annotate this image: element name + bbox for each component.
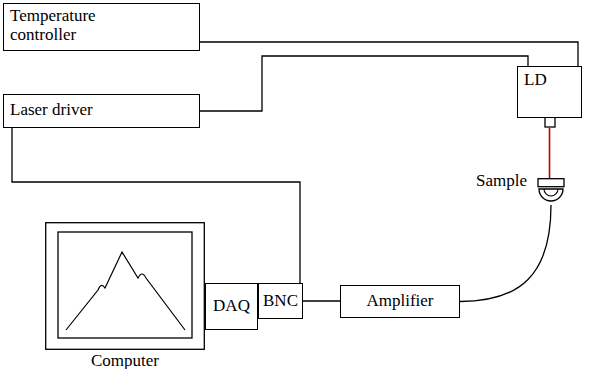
node-label: Temperature controller — [10, 7, 122, 44]
node-label: LD — [524, 71, 575, 90]
connection-wire — [303, 300, 340, 301]
monitor-screen — [45, 222, 205, 350]
laser-diode-box: LD — [517, 66, 582, 118]
connection-wire — [200, 42, 578, 66]
controller-box: Temperature controller — [3, 3, 200, 51]
computer-monitor: Computer — [45, 222, 205, 350]
connection-wire — [460, 205, 551, 302]
node-label: Laser driver — [10, 101, 193, 120]
connection-wire — [549, 128, 551, 178]
amplifier-box: Amplifier — [340, 285, 460, 318]
node-label: DAQ — [213, 297, 250, 316]
node-label: BNC — [263, 292, 298, 311]
sample-detector: Sample — [537, 178, 565, 205]
node-label: Amplifier — [366, 292, 433, 311]
daq-box: DAQ — [205, 283, 258, 330]
ld-output-nub — [545, 117, 555, 127]
node-label: Sample — [476, 172, 527, 191]
detector-outline — [537, 178, 565, 205]
node-label: Computer — [45, 352, 205, 369]
connection-wire — [200, 56, 528, 111]
driver-box: Laser driver — [3, 94, 200, 128]
bnc-box: BNC — [258, 283, 303, 319]
